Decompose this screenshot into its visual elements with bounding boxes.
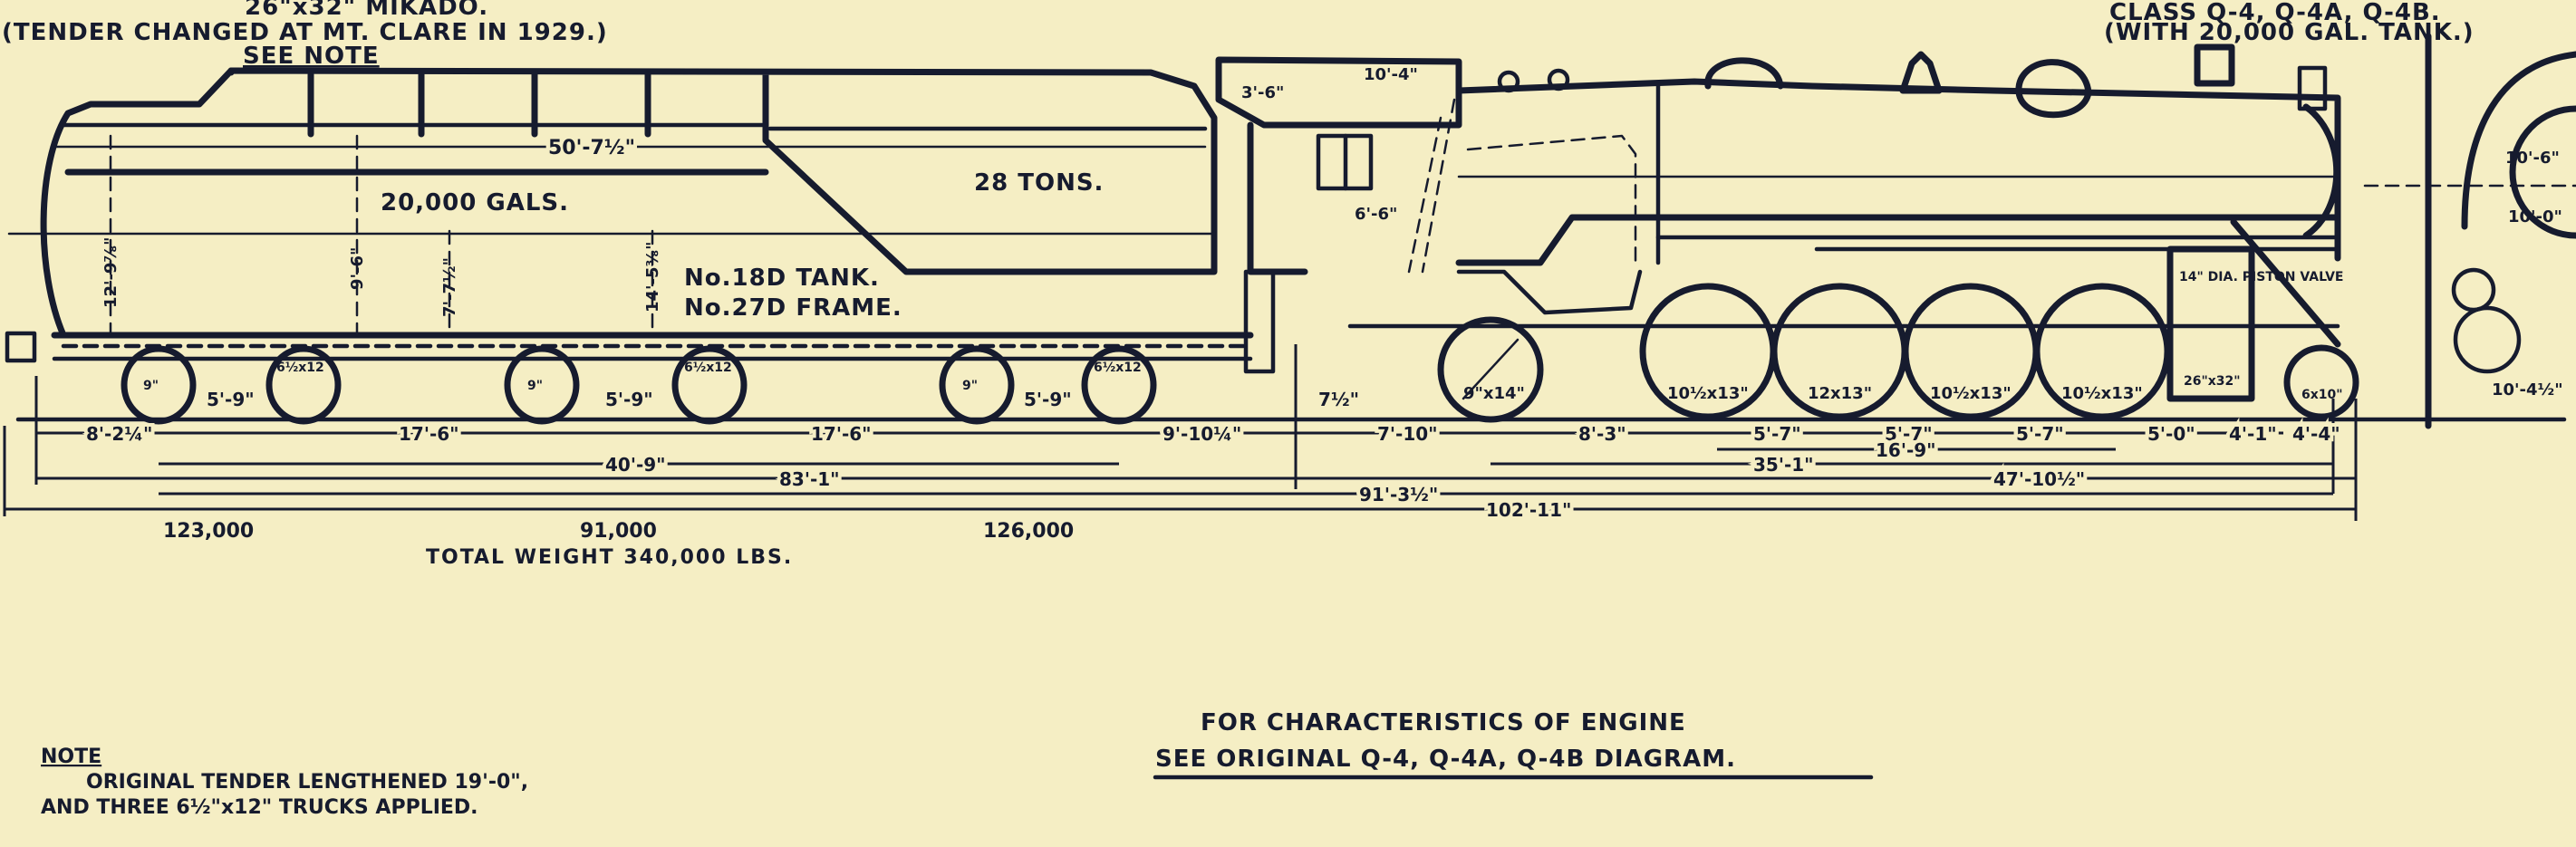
svg-text:4'-4": 4'-4" bbox=[2292, 423, 2340, 445]
see-note-link: SEE NOTE bbox=[243, 43, 380, 70]
svg-text:6½x12: 6½x12 bbox=[684, 361, 732, 375]
svg-text:6½x12: 6½x12 bbox=[1094, 361, 1142, 375]
reference-line-1: FOR CHARACTERISTICS OF ENGINE bbox=[1201, 709, 1686, 736]
cab-dim-3: 6'-6" bbox=[1355, 205, 1397, 224]
svg-text:12x13": 12x13" bbox=[1808, 384, 1872, 403]
svg-text:9": 9" bbox=[143, 379, 159, 393]
dimension-lines bbox=[3, 344, 2358, 521]
svg-text:10'-4½": 10'-4½" bbox=[2492, 380, 2563, 399]
svg-text:83'-1": 83'-1" bbox=[779, 468, 840, 490]
svg-text:40'-9": 40'-9" bbox=[605, 454, 666, 476]
tender-height-2: 9'-6" bbox=[348, 247, 367, 290]
svg-text:6x10": 6x10" bbox=[2301, 388, 2343, 402]
svg-text:5'-7": 5'-7" bbox=[1753, 423, 1801, 445]
svg-text:5'-9": 5'-9" bbox=[605, 389, 653, 410]
note-line-2: AND THREE 6½"x12" TRUCKS APPLIED. bbox=[41, 796, 478, 819]
weight-tender-front: 123,000 bbox=[163, 520, 254, 543]
svg-text:8'-2¼": 8'-2¼" bbox=[86, 423, 152, 445]
tender-tank-length: 50'-7½" bbox=[548, 137, 635, 159]
svg-text:10'-6": 10'-6" bbox=[2505, 149, 2560, 168]
svg-text:9": 9" bbox=[962, 379, 978, 393]
svg-text:5'-7": 5'-7" bbox=[2016, 423, 2064, 445]
svg-text:8'-3": 8'-3" bbox=[1578, 423, 1626, 445]
weight-tender-middle: 91,000 bbox=[580, 520, 657, 543]
tender-water-capacity: 20,000 GALS. bbox=[381, 189, 569, 217]
svg-text:7½": 7½" bbox=[1318, 389, 1359, 410]
svg-text:9": 9" bbox=[527, 379, 543, 393]
cab-dim-2: 10'-4" bbox=[1364, 65, 1418, 84]
svg-text:9'-10¼": 9'-10¼" bbox=[1163, 423, 1241, 445]
tender-frame-number: No.27D FRAME. bbox=[684, 294, 902, 322]
weight-tender-rear: 126,000 bbox=[983, 520, 1074, 543]
tender-tank-number: No.18D TANK. bbox=[684, 265, 880, 292]
cab-dim-1: 3'-6" bbox=[1241, 83, 1284, 102]
svg-text:17'-6": 17'-6" bbox=[399, 423, 459, 445]
svg-text:35'-1": 35'-1" bbox=[1753, 454, 1814, 476]
tender-outline bbox=[5, 67, 1276, 374]
note-line-1: ORIGINAL TENDER LENGTHENED 19'-0", bbox=[86, 771, 528, 794]
subtitle-tender-change: (TENDER CHANGED AT MT. CLARE IN 1929.) bbox=[2, 19, 608, 46]
svg-text:6½x12: 6½x12 bbox=[276, 361, 324, 375]
front-view: 10'-6" 10'-0" 10'-4½" bbox=[2363, 33, 2576, 429]
svg-text:5'-9": 5'-9" bbox=[207, 389, 255, 410]
svg-text:91'-3½": 91'-3½" bbox=[1359, 484, 1438, 505]
svg-text:5'-0": 5'-0" bbox=[2147, 423, 2195, 445]
class-subtitle: (WITH 20,000 GAL. TANK.) bbox=[2104, 19, 2475, 46]
total-weight: TOTAL WEIGHT 340,000 LBS. bbox=[426, 546, 793, 569]
svg-text:47'-10½": 47'-10½" bbox=[1993, 468, 2085, 490]
svg-text:17'-6": 17'-6" bbox=[811, 423, 872, 445]
svg-text:5'-7": 5'-7" bbox=[1885, 423, 1933, 445]
tender-height-4: 14'-5⅜" bbox=[643, 241, 662, 313]
svg-text:16'-9": 16'-9" bbox=[1876, 439, 1936, 461]
svg-text:10½x13": 10½x13" bbox=[2061, 384, 2143, 403]
tender-height-3: 7'-7½" bbox=[440, 257, 459, 317]
note-title: NOTE bbox=[41, 746, 101, 768]
svg-text:102'-11": 102'-11" bbox=[1486, 499, 1571, 521]
tender-height-1: 12'-9⅞" bbox=[101, 236, 121, 308]
svg-text:9"x14": 9"x14" bbox=[1463, 384, 1525, 403]
svg-text:7'-10": 7'-10" bbox=[1377, 423, 1438, 445]
cylinder-label: 26"x32" bbox=[2184, 374, 2241, 389]
driver-wheel-4: 10½x13" bbox=[2033, 283, 2171, 420]
svg-text:5'-9": 5'-9" bbox=[1024, 389, 1072, 410]
engine-outline bbox=[1215, 43, 2341, 402]
svg-text:10'-0": 10'-0" bbox=[2508, 207, 2562, 226]
svg-text:10½x13": 10½x13" bbox=[1667, 384, 1749, 403]
svg-text:10½x13": 10½x13" bbox=[1930, 384, 2012, 403]
piston-valve-label: 14" DIA. PISTON VALVE bbox=[2179, 270, 2343, 284]
reference-line-2: SEE ORIGINAL Q-4, Q-4A, Q-4B DIAGRAM. bbox=[1155, 746, 1736, 773]
trailing-truck-wheel: 9"x14" bbox=[1437, 316, 1544, 423]
class-title: CLASS Q-4, Q-4A, Q-4B. bbox=[2109, 0, 2441, 26]
subtitle-mikado: 26"x32" MIKADO. bbox=[245, 0, 488, 21]
tender-coal-capacity: 28 TONS. bbox=[974, 169, 1104, 197]
dimension-labels: 8'-2¼" 5'-9" 17'-6" 5'-9" 17'-6" 5'-9" 9… bbox=[82, 385, 2344, 525]
svg-text:4'-1": 4'-1" bbox=[2229, 423, 2277, 445]
